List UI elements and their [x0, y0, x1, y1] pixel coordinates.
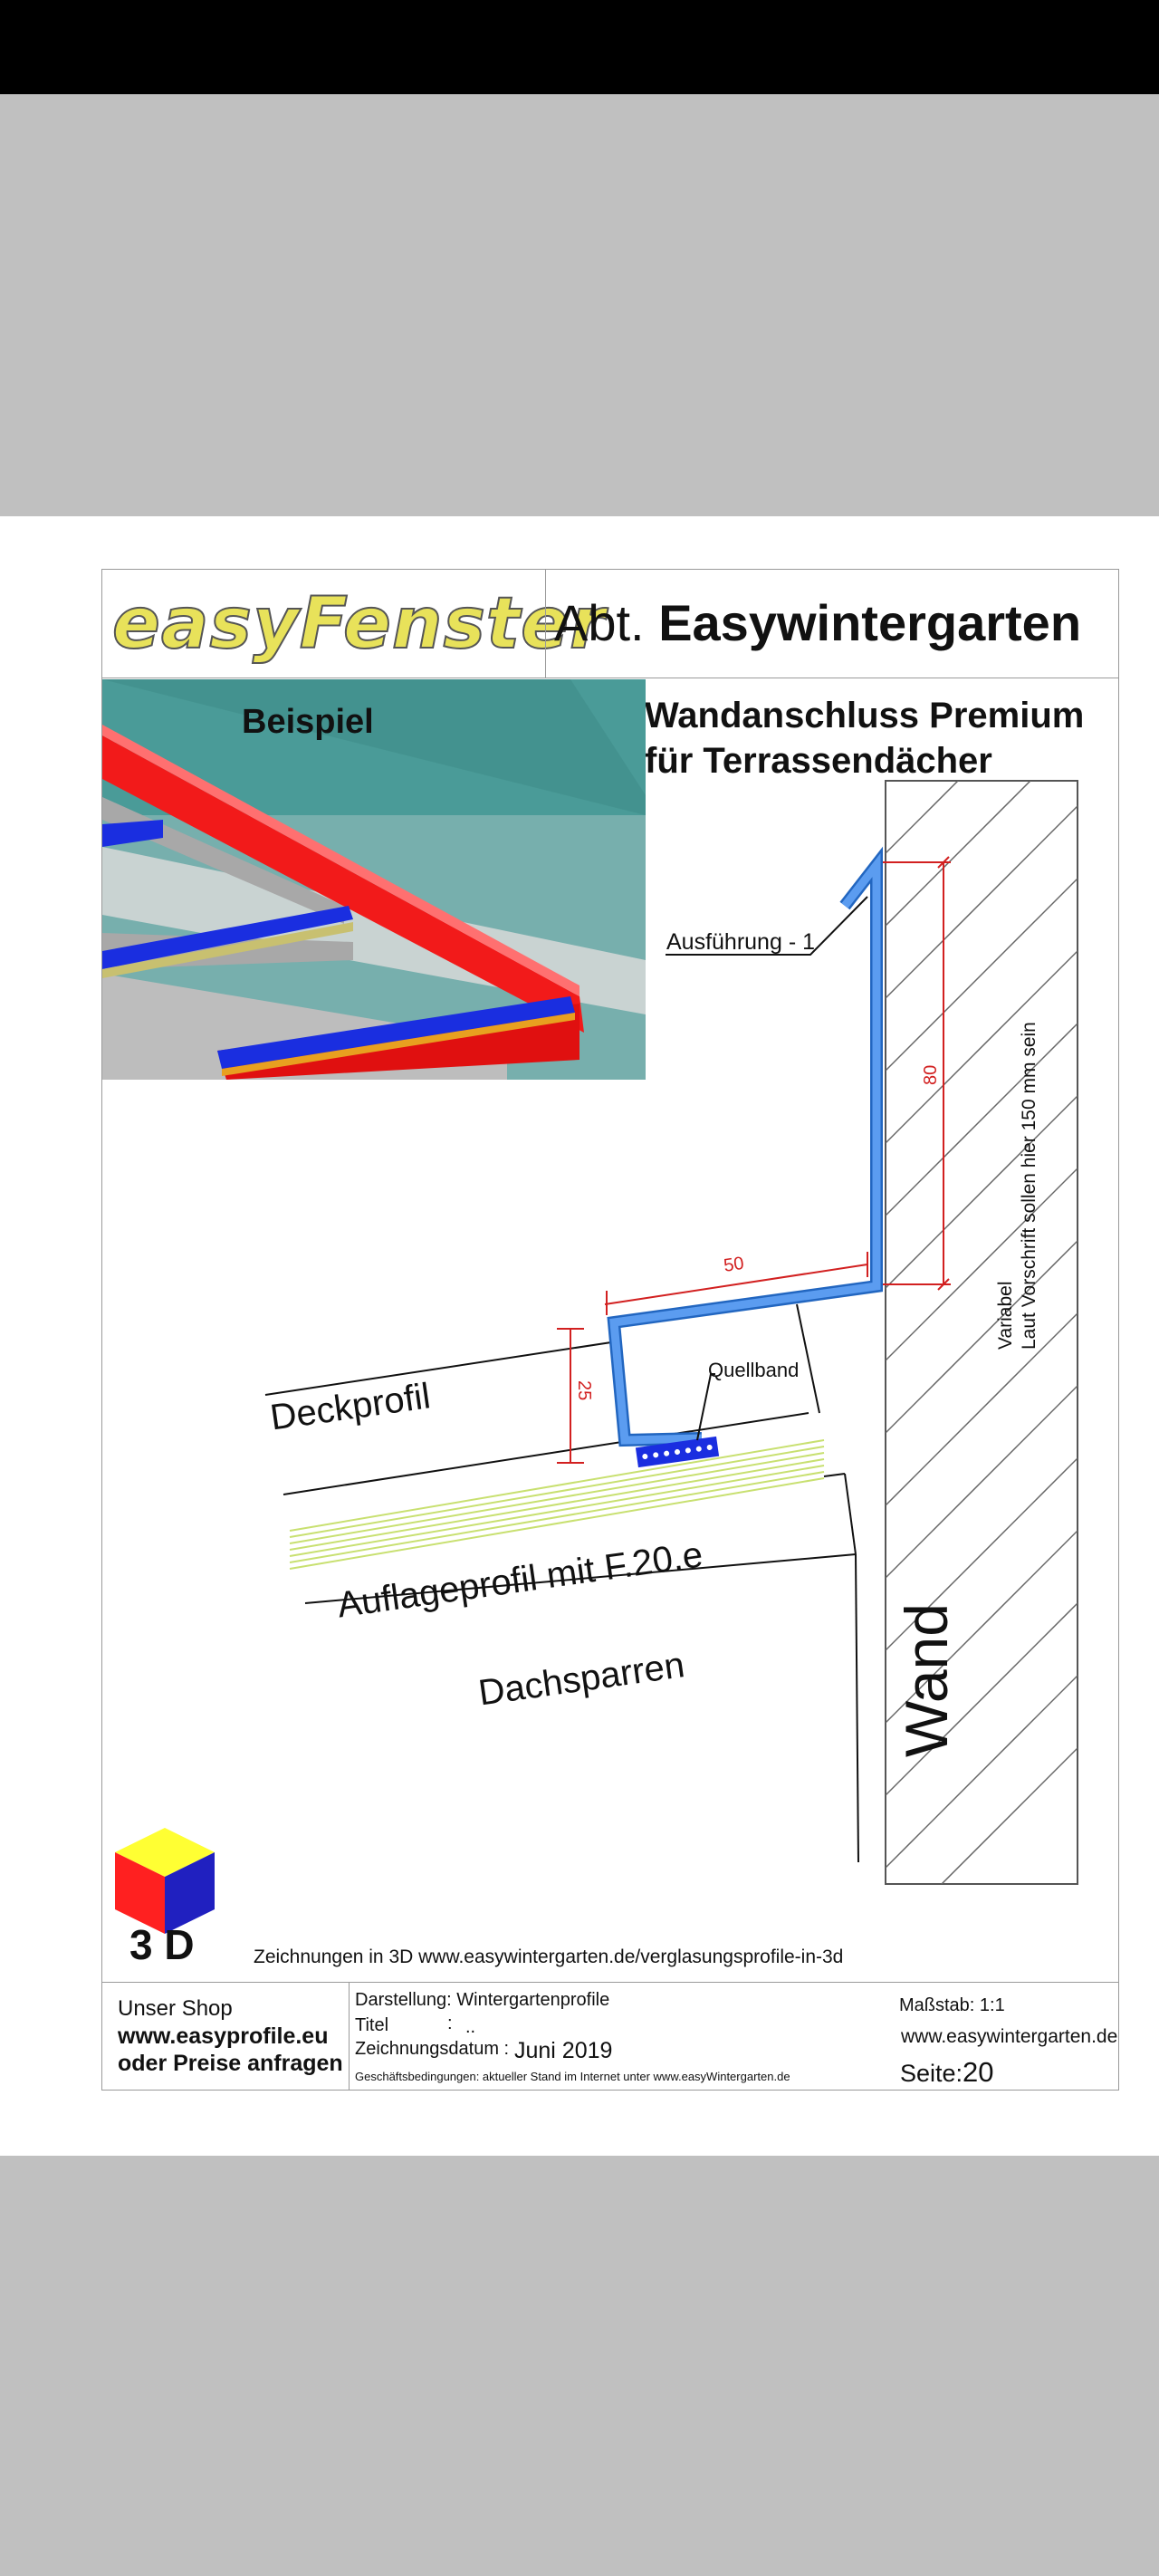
footer-top-line: [101, 1982, 1119, 1983]
department-name: Easywintergarten: [658, 594, 1082, 651]
dimension-25: 25: [574, 1380, 594, 1401]
website-url[interactable]: www.easywintergarten.de: [901, 2026, 1118, 2047]
label-vorschrift: Laut Vorschrift sollen hier 150 mm sein: [1019, 1022, 1039, 1350]
quellband-tape: [635, 1436, 720, 1468]
dimension-50: 50: [722, 1253, 745, 1276]
label-variabel: Variabel: [995, 1281, 1016, 1350]
viewer-background-top: [0, 94, 1159, 516]
titel-value: ..: [465, 2017, 476, 2037]
logo-3d-label: 3 D: [129, 1921, 195, 1968]
support-profile-gasket: [289, 1439, 825, 1570]
page-number: Seite:20: [900, 2058, 994, 2086]
drawing-sheet-frame: [101, 569, 1119, 2091]
drawing-title-line1: Wandanschluss Premium: [645, 696, 1085, 735]
page-label: Seite:: [900, 2060, 963, 2087]
department-title: Abt. Easywintergarten: [554, 598, 1081, 649]
titel-label: Titel: [355, 2015, 389, 2035]
shop-url[interactable]: www.easyprofile.eu: [118, 2023, 329, 2049]
shop-cta: oder Preise anfragen: [118, 2051, 343, 2076]
viewer-background-bottom: [0, 2156, 1159, 2576]
roof-section-lines: [264, 1303, 859, 1863]
dimension-lines: [557, 856, 951, 1464]
wall-connection-profile: [607, 846, 883, 1447]
link-3d-drawings[interactable]: Zeichnungen in 3D www.easywintergarten.d…: [254, 1946, 844, 1967]
top-status-bar: [0, 0, 1159, 94]
zeichnungsdatum-label: Zeichnungsdatum :: [355, 2039, 510, 2059]
agb-text: Geschäftsbedingungen: aktueller Stand im…: [355, 2070, 790, 2083]
example-label: Beispiel: [242, 703, 374, 741]
drawing-title-line2: für Terrassendächer: [645, 741, 992, 781]
header-divider: [545, 569, 546, 678]
easyfenster-logo: easyFenster: [111, 583, 606, 665]
label-wand: Wand: [893, 1603, 960, 1757]
drawing-title: Wandanschluss Premium für Terrassendäche…: [645, 693, 1084, 783]
example-3d-render: [102, 679, 646, 1080]
massstab: Maßstab: 1:1: [899, 1995, 1005, 2015]
footer-divider: [349, 1982, 350, 2091]
shop-title: Unser Shop: [118, 1996, 233, 2021]
logo-3d-cube: [115, 1828, 215, 1934]
label-ausfuehrung: Ausführung - 1: [666, 929, 815, 955]
department-prefix: Abt.: [554, 594, 645, 651]
label-quellband: Quellband: [708, 1359, 800, 1381]
leader-lines: [666, 896, 868, 1441]
wall-hatch: [885, 780, 1078, 1885]
page-value: 20: [963, 2056, 994, 2088]
dimension-80: 80: [921, 1064, 941, 1085]
zeichnungsdatum-value: Juni 2019: [514, 2038, 613, 2063]
darstellung: Darstellung: Wintergartenprofile: [355, 1990, 610, 2010]
titel-sep: :: [447, 2014, 453, 2033]
